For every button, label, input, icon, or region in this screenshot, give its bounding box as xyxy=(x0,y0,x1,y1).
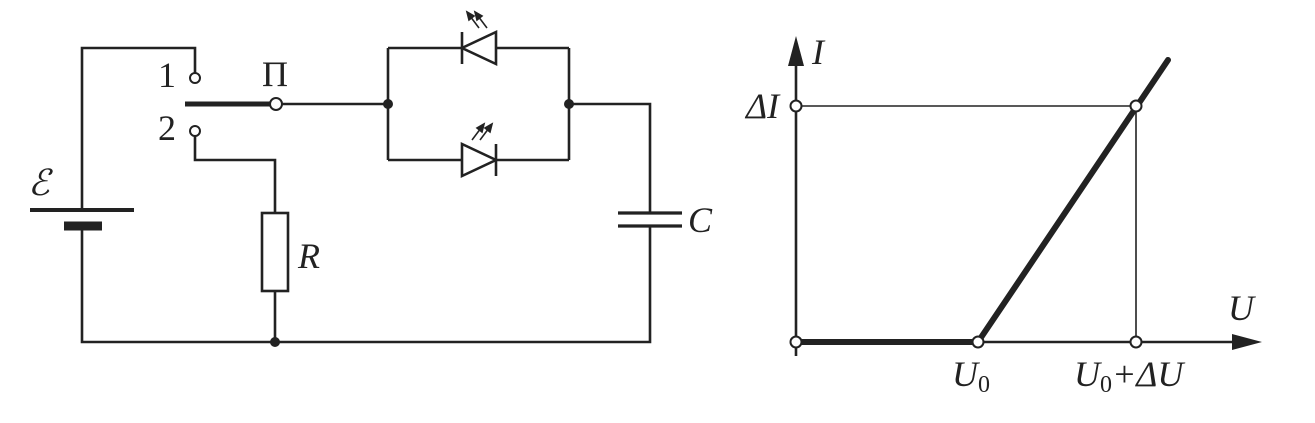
switch-label: Π xyxy=(262,54,288,94)
y-axis-label: I xyxy=(811,32,826,72)
circuit-diagram: ℰ 1 2 Π xyxy=(28,10,713,347)
y-axis-arrow xyxy=(788,36,804,66)
marker-origin xyxy=(789,335,803,349)
resistor xyxy=(260,211,290,293)
x-tick-u0: U0 xyxy=(952,354,990,398)
resistor-label: R xyxy=(297,236,320,276)
y-tick-delta-i: ΔI xyxy=(744,86,781,126)
terminal-2 xyxy=(189,125,201,137)
x-tick-u0-plus-du: U0+ΔU xyxy=(1074,354,1185,398)
led-upper xyxy=(458,10,498,67)
iv-graph: I U ΔI U0 U0+ΔU xyxy=(744,32,1262,398)
terminal-1 xyxy=(189,72,201,84)
marker-u0 xyxy=(971,335,985,349)
x-axis-arrow xyxy=(1232,334,1262,350)
light-arrows-lower xyxy=(471,122,494,141)
light-arrows-upper xyxy=(465,10,488,29)
marker-delta-i xyxy=(789,99,803,113)
junction-bottom xyxy=(270,337,280,347)
marker-corner xyxy=(1129,99,1143,113)
terminal-2-label: 2 xyxy=(158,108,176,148)
led-lower xyxy=(460,122,500,179)
terminal-1-label: 1 xyxy=(158,55,176,95)
battery xyxy=(30,46,275,344)
capacitor-label: C xyxy=(688,200,713,240)
x-axis-label: U xyxy=(1228,288,1256,328)
emf-label: ℰ xyxy=(28,163,53,203)
marker-u0-plus-du xyxy=(1129,335,1143,349)
switch-pivot xyxy=(269,97,283,111)
